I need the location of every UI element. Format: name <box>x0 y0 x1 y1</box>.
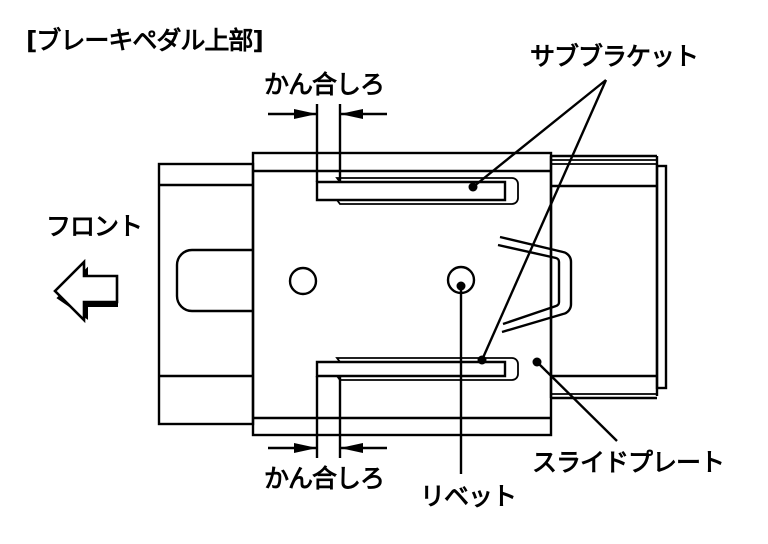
leader-sub-bracket <box>468 79 608 365</box>
dim-arrow <box>294 443 317 453</box>
label-front: フロント <box>46 212 143 241</box>
slot-top-outer <box>335 177 519 205</box>
slot-bottom-inner <box>315 360 507 378</box>
pedal-bracket-left <box>157 162 255 426</box>
leader-line <box>536 361 618 442</box>
label-sub-bracket: サブブラケット <box>530 42 699 71</box>
label-slide-plate: スライドプレート <box>532 448 725 477</box>
bracket-outline <box>157 162 255 426</box>
label-engagement-bottom: かん合しろ <box>264 464 385 493</box>
leader-dot <box>468 182 478 192</box>
slide-plate <box>497 154 668 400</box>
bracket-slot <box>175 248 253 313</box>
spring-clip-inner <box>497 243 561 326</box>
leader-slide-plate <box>532 357 618 442</box>
plate-end-cap <box>655 164 668 390</box>
dim-arrow <box>294 109 317 119</box>
slot-top-inner <box>315 180 507 202</box>
dim-arrow <box>340 109 363 119</box>
leader-dot <box>477 355 487 365</box>
sub-bracket-body <box>251 151 553 437</box>
slot-bottom-outer <box>335 357 519 381</box>
arrow-outline <box>53 258 119 324</box>
leader-rivet <box>456 281 466 474</box>
sub-bracket-top <box>315 177 519 205</box>
engagement-dimension-bottom <box>268 376 387 458</box>
label-rivet: リベット <box>420 482 517 511</box>
leader-dot <box>532 357 542 367</box>
spring-clip-outer <box>499 235 573 334</box>
left-arrow-icon <box>53 258 119 324</box>
leader-line <box>480 79 608 361</box>
engagement-dimension-top <box>268 104 387 182</box>
leader-line <box>472 79 607 188</box>
hole <box>288 266 318 296</box>
dim-arrow <box>340 443 363 453</box>
sub-bracket-bottom <box>315 357 519 381</box>
label-engagement-top: かん合しろ <box>264 70 385 99</box>
leader-dot <box>456 281 466 291</box>
diagram-title: [ブレーキペダル上部] <box>26 26 264 55</box>
